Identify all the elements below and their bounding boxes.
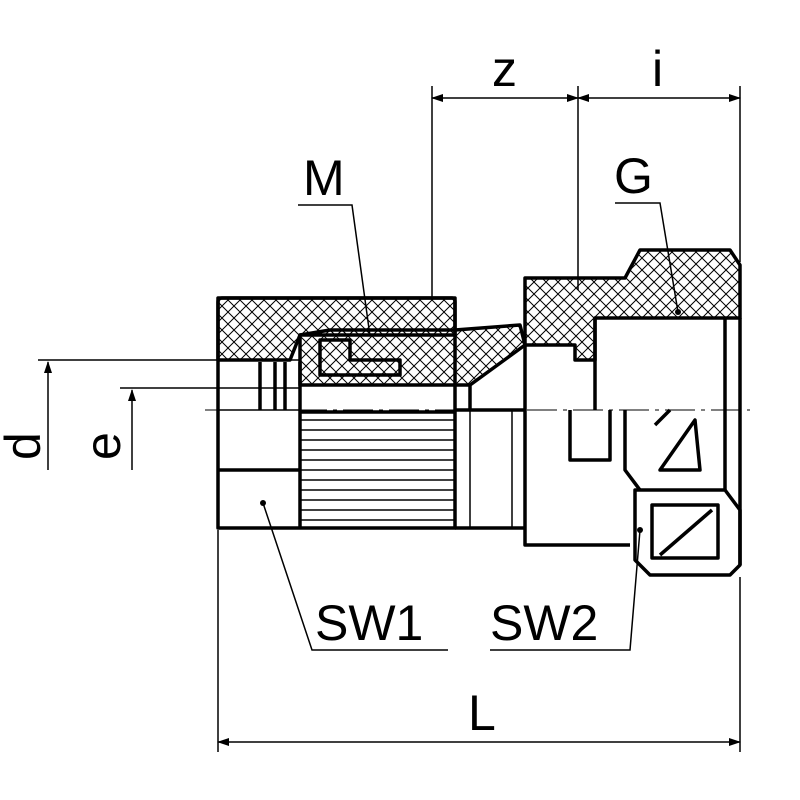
dimension-l <box>217 530 741 752</box>
leader-sw1-dot <box>260 500 266 506</box>
label-i: i <box>652 41 663 97</box>
leader-g-dot <box>675 309 681 315</box>
label-m: M <box>303 150 345 206</box>
dimension-z-i <box>431 86 741 300</box>
label-sw2: SW2 <box>490 595 598 651</box>
label-g: G <box>614 148 653 204</box>
label-e: e <box>75 432 131 460</box>
dimension-d-e <box>38 359 300 470</box>
body <box>298 323 527 530</box>
right-nut-sw2 <box>523 248 742 577</box>
label-l: L <box>468 685 496 741</box>
leader-g <box>615 202 679 313</box>
label-d: d <box>0 432 51 460</box>
label-sw1: SW1 <box>315 595 423 651</box>
leader-sw2-dot <box>637 527 643 533</box>
leader-m <box>298 204 371 337</box>
leader-sw1 <box>262 502 448 651</box>
label-z: z <box>492 41 517 97</box>
knurling <box>300 410 455 521</box>
leader-sw2 <box>490 529 641 651</box>
